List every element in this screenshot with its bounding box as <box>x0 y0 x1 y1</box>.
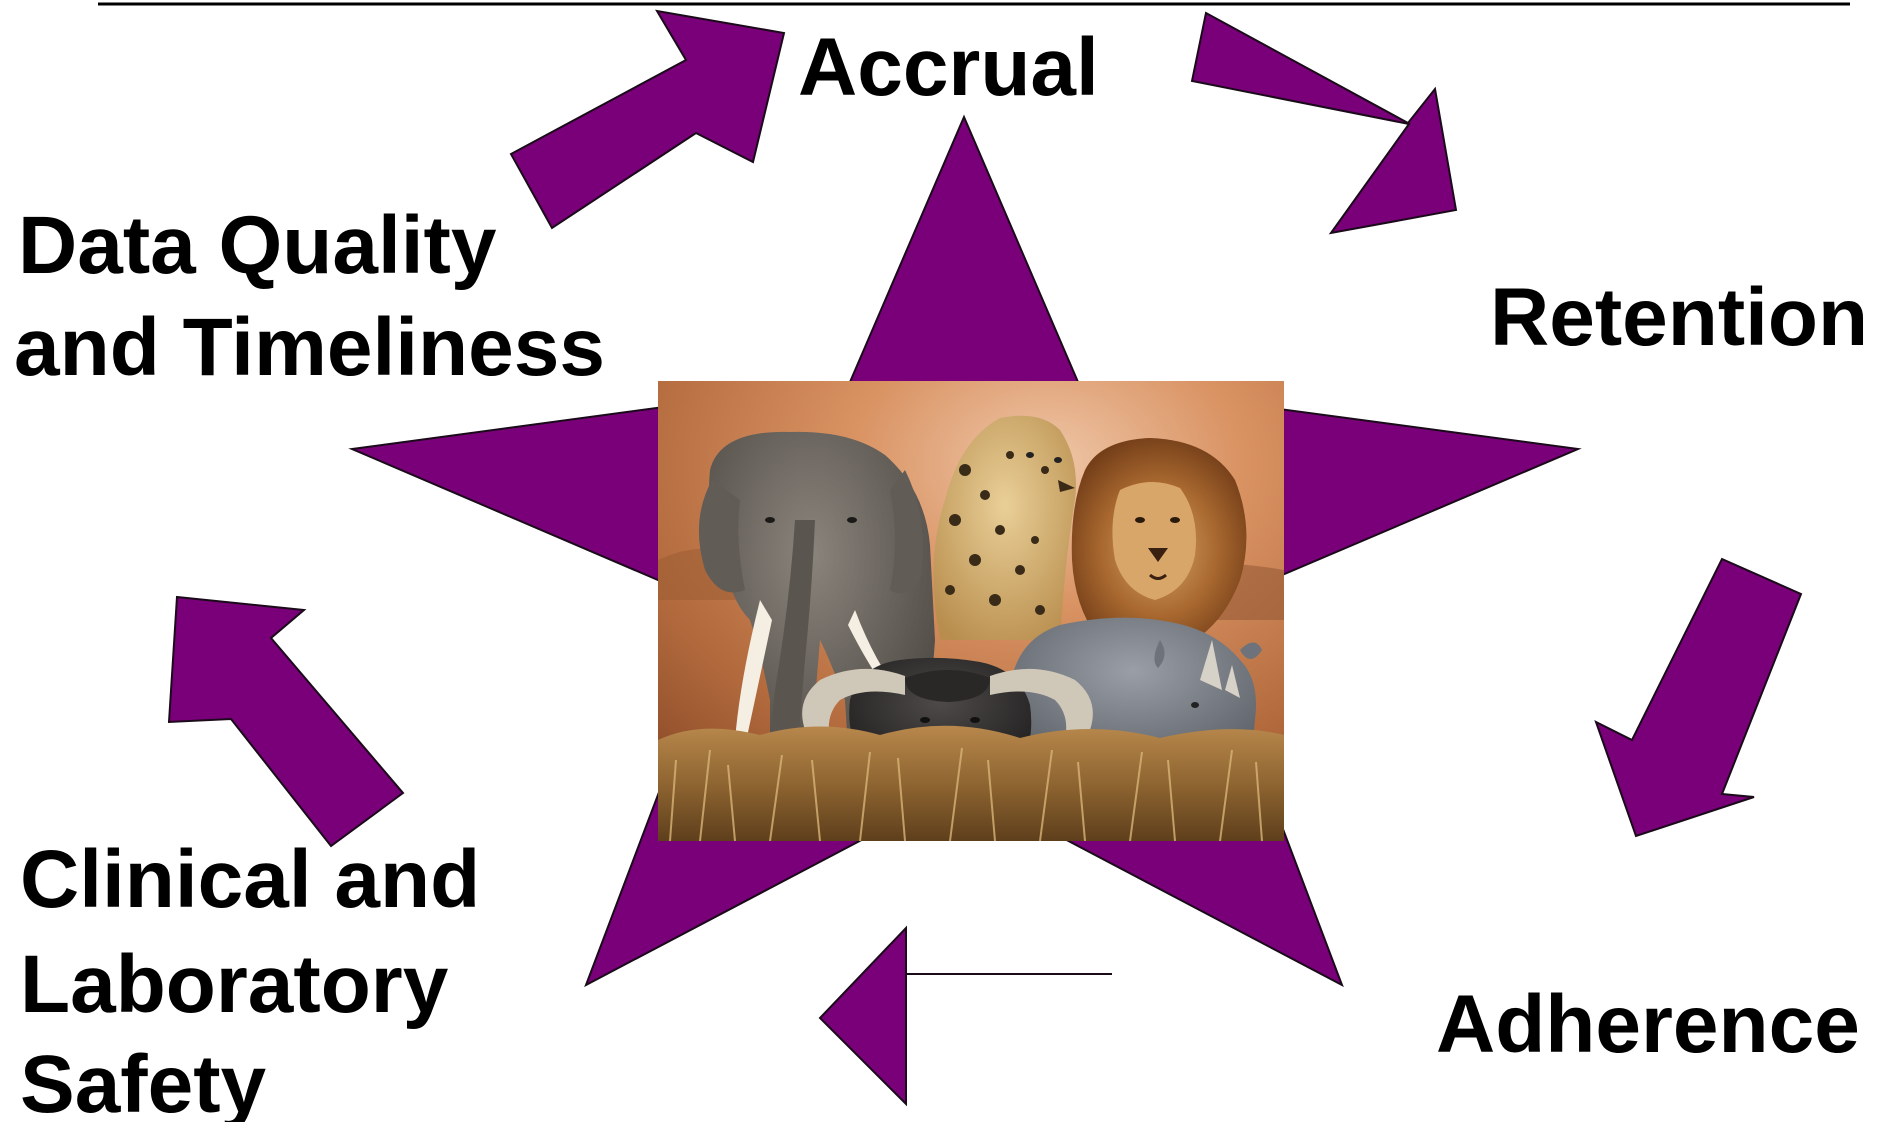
clinical-safety-line-1: Clinical and <box>20 834 480 925</box>
data-quality-label: Data Quality and Timeliness <box>14 200 605 393</box>
adherence-label: Adherence <box>1436 979 1860 1070</box>
data-quality-line-1: Data Quality <box>18 200 497 291</box>
clinical-safety-line-2: Laboratory <box>20 939 449 1030</box>
arrow-to-retention-icon <box>1190 11 1458 235</box>
clinical-safety-label: Clinical and Laboratory Safety <box>20 834 480 1122</box>
arrow-to-data-quality-icon <box>167 595 405 848</box>
leopard-icon <box>933 415 1076 640</box>
retention-label: Retention <box>1490 272 1868 363</box>
arrow-to-clinical-safety-icon <box>818 925 1112 1107</box>
arrow-to-accrual-icon <box>509 9 786 230</box>
data-quality-line-2: and Timeliness <box>14 302 605 393</box>
lion-icon <box>1071 438 1247 640</box>
big-five-photo <box>658 381 1284 841</box>
accrual-label: Accrual <box>798 22 1099 113</box>
clinical-safety-line-3: Safety <box>20 1039 267 1122</box>
arrow-to-adherence-icon <box>1594 557 1803 838</box>
